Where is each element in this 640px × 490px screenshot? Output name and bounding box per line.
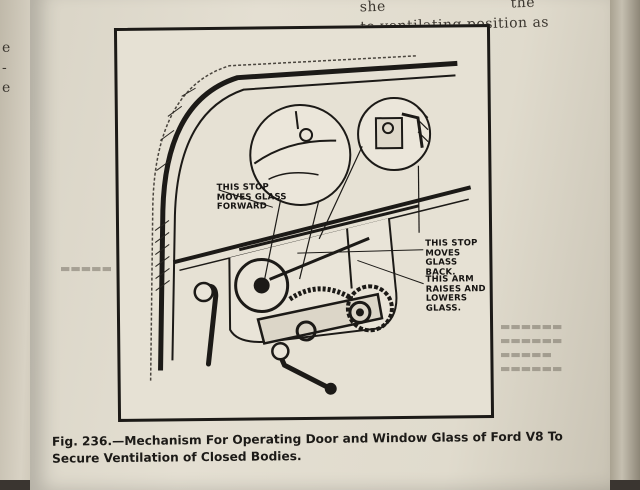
bleed-through: ▬▬▬▬▬ [60, 262, 112, 275]
gear-right [345, 284, 394, 333]
figure-caption: Fig. 236.—Mechanism For Operating Door a… [52, 428, 572, 467]
mechanism-drawing [149, 55, 472, 395]
callout-stop-forward: THIS STOP MOVES GLASS FORWARD [216, 182, 287, 212]
top-text-line-1: she [359, 0, 386, 16]
left-page-margin: e-e [2, 40, 11, 96]
detail-circle-left [249, 104, 352, 207]
glass-rail [172, 185, 472, 265]
top-text-fragment: the [510, 0, 536, 12]
callout-arm: THIS ARM RAISES AND LOWERS GLASS. [425, 274, 486, 314]
caption-text: —Mechanism For Operating Door and Window… [52, 429, 563, 466]
right-page-edge [610, 0, 640, 480]
lift-arm [269, 236, 370, 281]
door-frame-inner [171, 74, 456, 361]
callout-stop-back: THIS STOP MOVES GLASS BACK. [425, 238, 478, 278]
caption-label: Fig. 236. [51, 434, 113, 449]
bleed-through: ▬▬▬▬▬▬▬▬▬▬▬▬▬▬▬▬▬▬▬▬▬▬▬ [500, 320, 563, 375]
figure-illustration: THIS STOP MOVES GLASS FORWARD THIS STOP … [113, 24, 495, 422]
sector-gear [288, 286, 354, 302]
door-frame-outer [158, 60, 458, 371]
gear-left [234, 257, 290, 313]
